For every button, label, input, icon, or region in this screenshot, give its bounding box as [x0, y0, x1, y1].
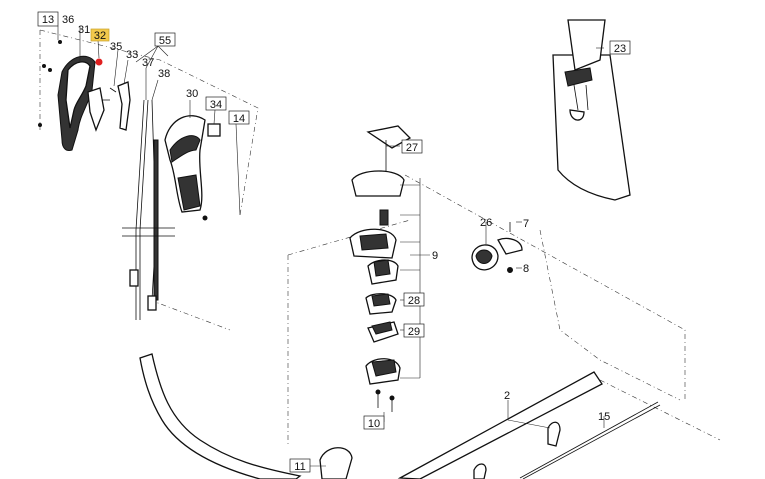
svg-text:31: 31 [78, 24, 90, 36]
svg-text:15: 15 [598, 411, 610, 423]
svg-text:36: 36 [62, 14, 74, 26]
callout-33[interactable]: 33 [126, 49, 138, 61]
switch-34 [207, 123, 221, 137]
svg-text:9: 9 [432, 250, 438, 262]
highlight-marker-dot [95, 58, 103, 66]
svg-text:11: 11 [294, 461, 305, 473]
svg-text:32: 32 [94, 30, 106, 42]
svg-text:10: 10 [368, 418, 380, 430]
callout-35[interactable]: 35 [110, 41, 122, 53]
callout-15[interactable]: 15 [598, 411, 610, 423]
callout-30[interactable]: 30 [186, 88, 198, 100]
callout-labels: 13 36 31 32 35 33 37 55 38 30 34 14 23 2… [37, 11, 631, 473]
svg-text:14: 14 [233, 113, 245, 125]
svg-text:30: 30 [186, 88, 198, 100]
svg-text:2: 2 [504, 390, 510, 402]
screw-icon [58, 40, 62, 44]
screw-icon [42, 64, 46, 68]
leader-lines [57, 26, 605, 467]
callout-11[interactable]: 11 [289, 458, 311, 473]
callout-13[interactable]: 13 [37, 11, 59, 27]
clamp-26 [471, 222, 523, 273]
callout-38[interactable]: 38 [158, 68, 170, 80]
harness-strap-23 [552, 19, 631, 201]
svg-text:35: 35 [110, 41, 122, 53]
svg-text:33: 33 [126, 49, 138, 61]
svg-text:29: 29 [408, 326, 420, 338]
loop-handle-bar [139, 353, 353, 479]
callout-7[interactable]: 7 [523, 218, 529, 230]
svg-text:7: 7 [523, 218, 529, 230]
callout-8[interactable]: 8 [523, 263, 529, 275]
callout-36[interactable]: 36 [62, 14, 74, 26]
svg-text:23: 23 [614, 43, 626, 55]
callout-34[interactable]: 34 [205, 96, 227, 111]
svg-text:8: 8 [523, 263, 529, 275]
svg-text:27: 27 [406, 142, 418, 154]
callout-27[interactable]: 27 [401, 139, 423, 154]
svg-text:13: 13 [42, 14, 54, 26]
callout-29[interactable]: 29 [403, 323, 425, 338]
main-shaft-2 [397, 371, 603, 479]
svg-text:38: 38 [158, 68, 170, 80]
svg-text:55: 55 [159, 35, 171, 47]
svg-text:37: 37 [142, 57, 154, 69]
grip-handle-30 [164, 115, 221, 221]
throttle-cables [122, 99, 175, 320]
callout-32-highlighted[interactable]: 32 [90, 28, 110, 42]
screw-icon [38, 123, 42, 127]
callout-9[interactable]: 9 [432, 250, 438, 262]
callout-26[interactable]: 26 [480, 217, 492, 229]
callout-55[interactable]: 55 [154, 32, 176, 47]
screw-icon [48, 68, 52, 72]
guide-lines [39, 29, 721, 445]
callout-2[interactable]: 2 [504, 390, 510, 402]
svg-text:34: 34 [210, 99, 222, 111]
center-assembly [349, 125, 412, 412]
callout-10[interactable]: 10 [363, 415, 385, 430]
callout-31[interactable]: 31 [78, 24, 90, 36]
handle-housing-left [38, 40, 131, 151]
callout-23[interactable]: 23 [609, 40, 631, 55]
svg-text:26: 26 [480, 217, 492, 229]
svg-text:28: 28 [408, 295, 420, 307]
callout-28[interactable]: 28 [403, 292, 425, 307]
callout-37[interactable]: 37 [142, 57, 154, 69]
callout-14[interactable]: 14 [228, 110, 250, 125]
drive-shaft-15 [519, 401, 661, 479]
